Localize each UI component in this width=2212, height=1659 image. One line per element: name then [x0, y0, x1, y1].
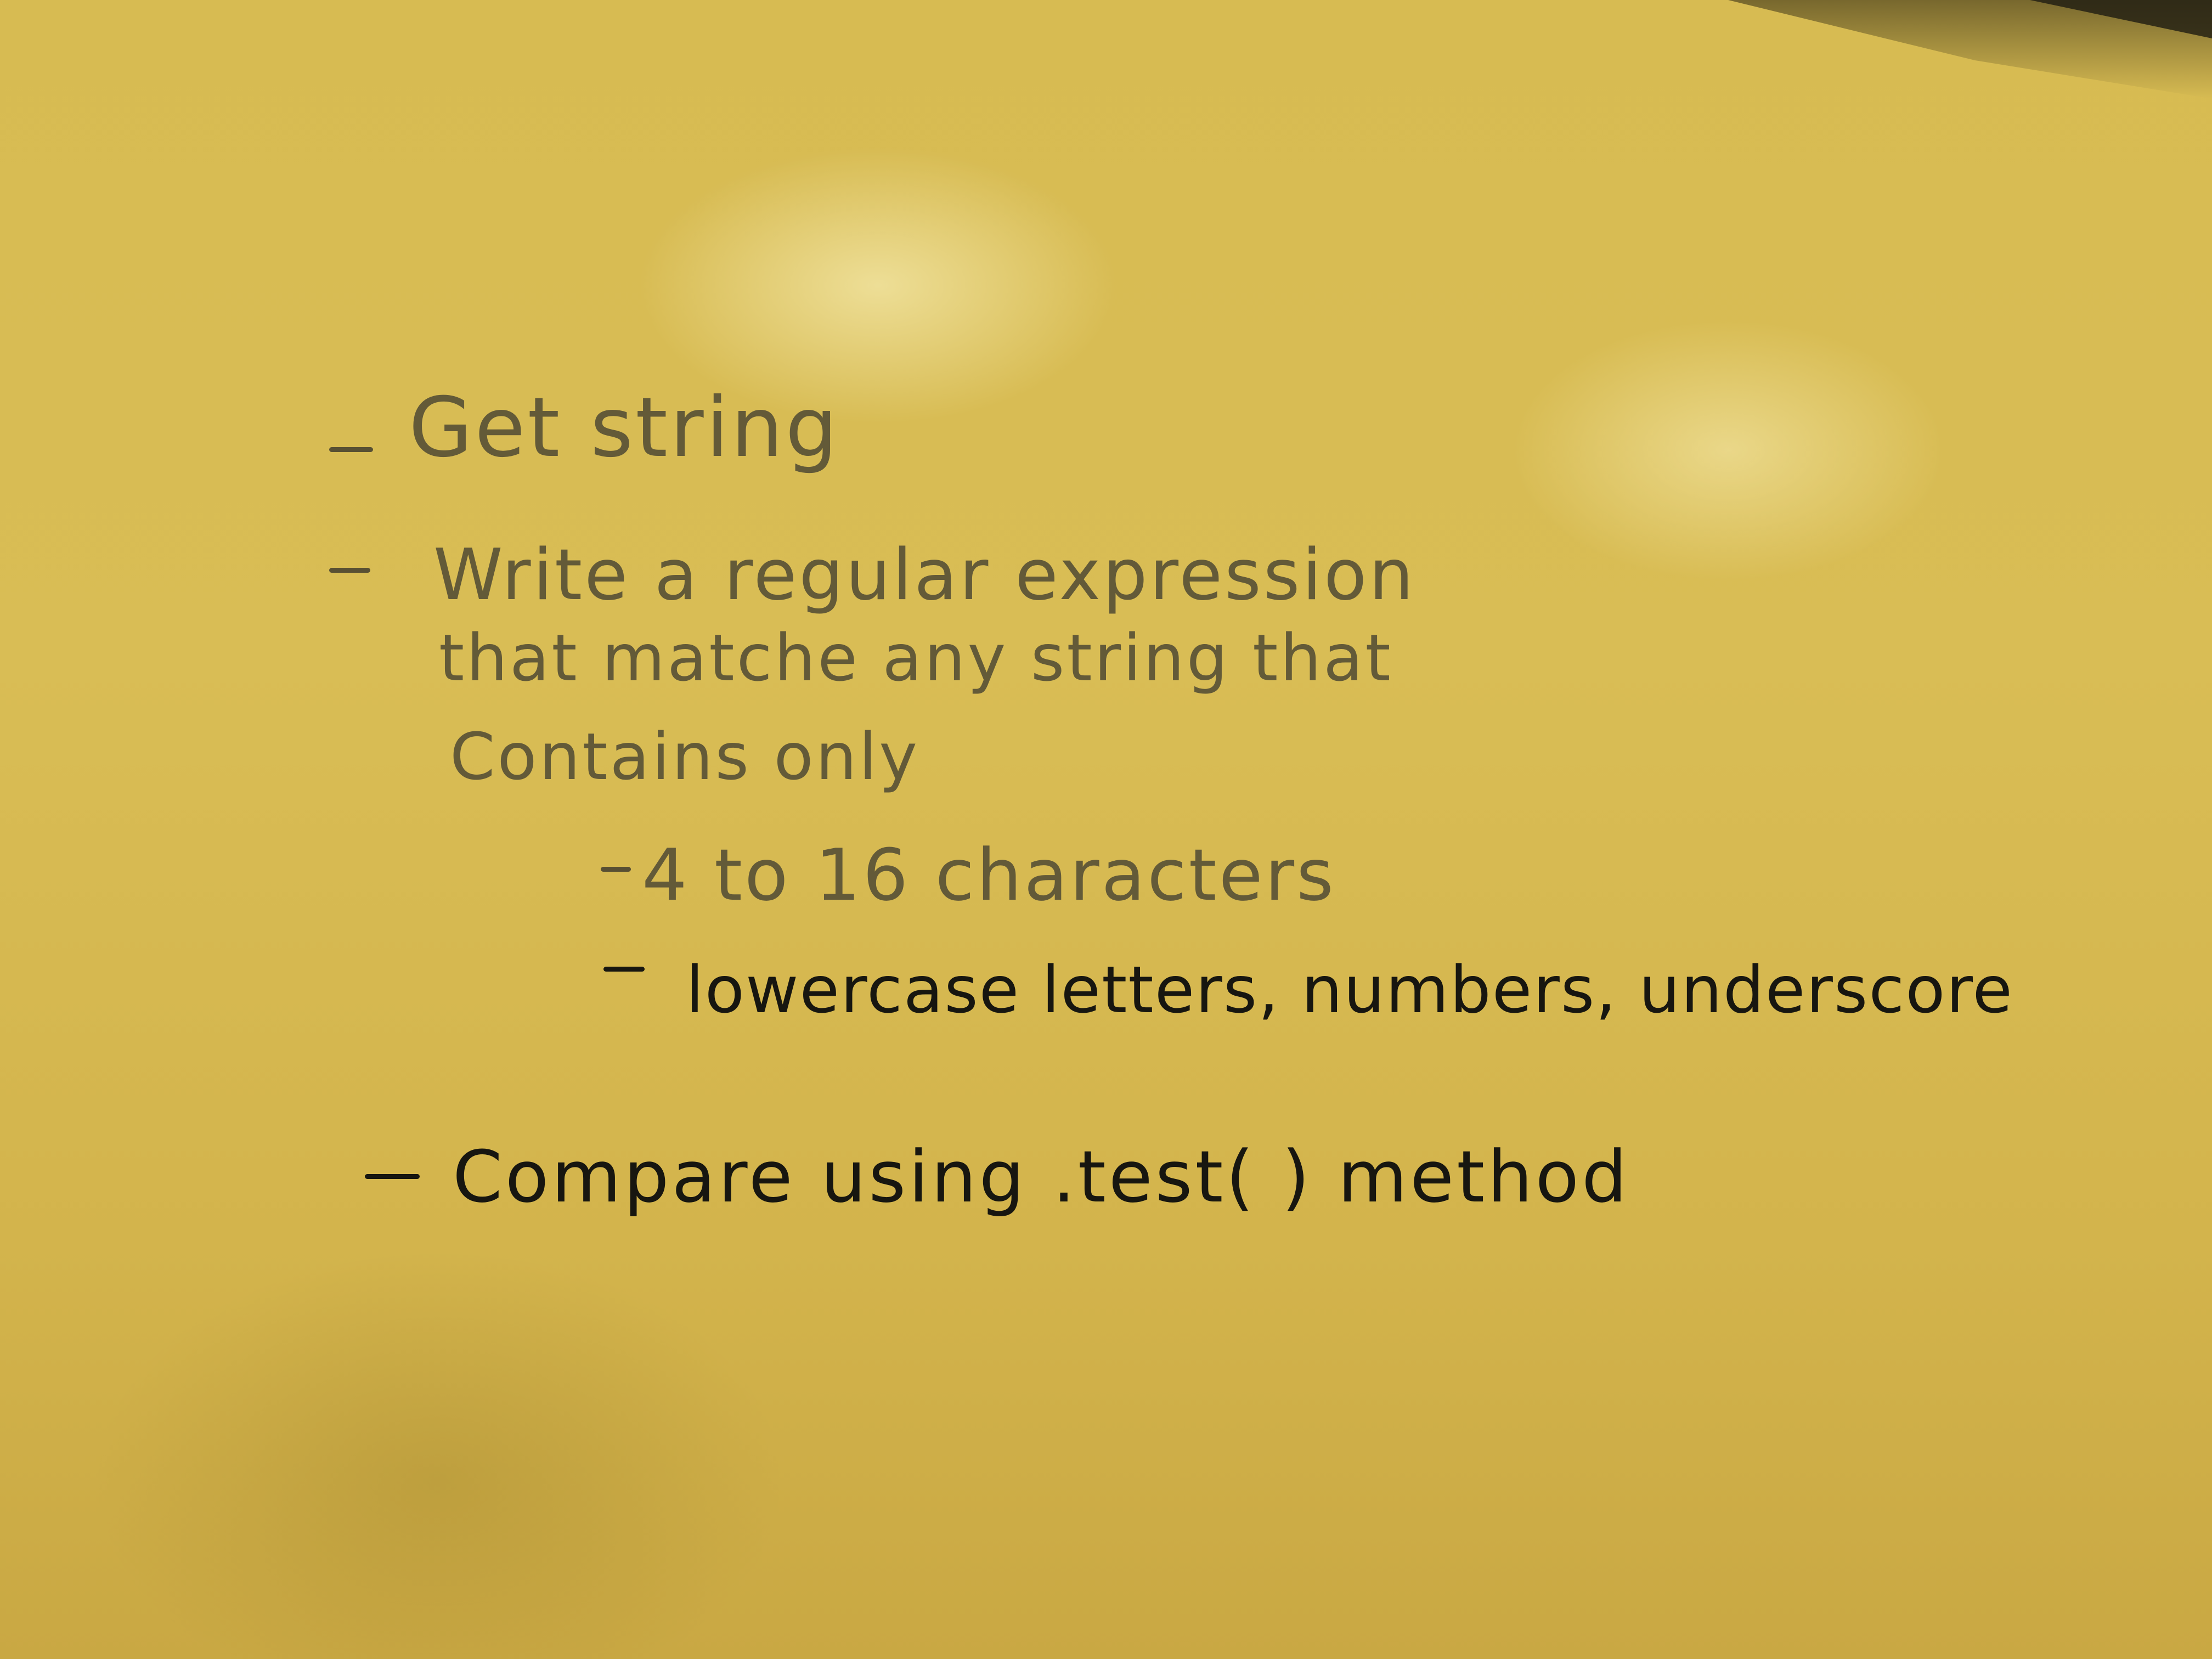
- bullet-dash: [329, 568, 370, 573]
- sub-bullet-dash: [601, 867, 631, 872]
- note-line-compare-using-test: Compare using .test( ) method: [453, 1135, 1630, 1218]
- bullet-dash: [365, 1174, 420, 1179]
- note-line-get-string: Get string: [409, 380, 840, 476]
- note-line-contains-only: Contains only: [450, 719, 920, 794]
- note-line-lowercase-letters: lowercase letters, numbers, underscore: [686, 952, 2013, 1028]
- note-line-that-matche: that matche any string that: [439, 620, 1393, 696]
- note-line-4-to-16-characters: 4 to 16 characters: [642, 833, 1336, 917]
- bullet-dash: [329, 447, 373, 452]
- note-line-write-regex: Write a regular expression: [433, 534, 1416, 616]
- sub-bullet-dash: [603, 967, 645, 972]
